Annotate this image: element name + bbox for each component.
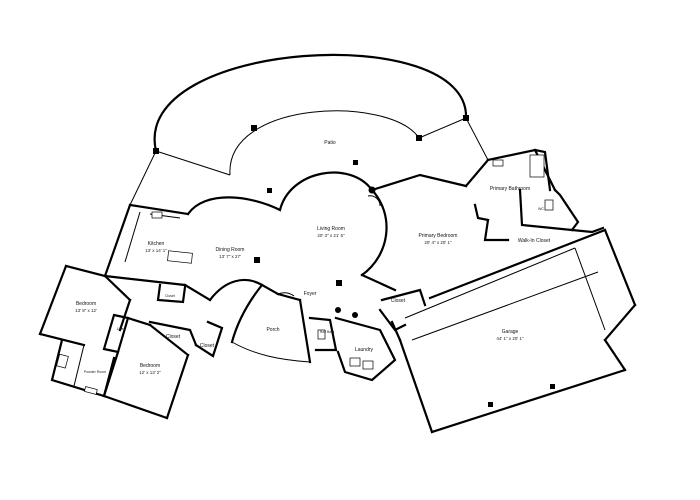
column bbox=[353, 160, 358, 165]
label-linen: Linen bbox=[117, 327, 126, 331]
column bbox=[267, 188, 272, 193]
dims-bedroom-1: 13' 8" x 12' bbox=[75, 308, 97, 313]
kitchen-island bbox=[167, 250, 193, 264]
toilet-icon bbox=[317, 329, 326, 340]
label-wc: WC bbox=[538, 207, 544, 211]
garage-walls bbox=[390, 228, 637, 434]
service-rooms-walls bbox=[308, 308, 407, 382]
label-bedroom-2: Bedroom bbox=[140, 363, 160, 369]
patio-column bbox=[463, 115, 469, 121]
label-foyer: Foyer bbox=[304, 291, 317, 297]
column bbox=[254, 257, 260, 263]
label-patio: Patio bbox=[324, 140, 336, 146]
label-closet-kitchen: Closet bbox=[165, 294, 175, 298]
bedroom-2-walls bbox=[102, 316, 224, 420]
label-closet-foyer: Closet bbox=[391, 298, 406, 304]
column bbox=[336, 280, 342, 286]
primary-suite-walls bbox=[360, 148, 605, 307]
kitchen-sink bbox=[151, 211, 163, 219]
label-half-bath: Half Bath bbox=[320, 330, 334, 334]
column bbox=[352, 312, 358, 318]
label-porch: Porch bbox=[266, 327, 279, 333]
vanity-icon bbox=[83, 386, 98, 395]
label-kitchen: Kitchen bbox=[148, 241, 165, 247]
column bbox=[335, 307, 341, 313]
sink-icon bbox=[492, 159, 504, 167]
label-walk-in-closet: Walk-In Closet bbox=[518, 238, 551, 244]
dims-kitchen: 13' x 14' 1" bbox=[145, 248, 167, 253]
dims-garage: 44' 1" x 20' 1" bbox=[496, 336, 524, 341]
kitchen-area bbox=[103, 203, 193, 304]
dims-living-room: 20' 3" x 21' 5" bbox=[317, 233, 345, 238]
label-living-room: Living Room bbox=[317, 226, 345, 232]
label-laundry: Laundry bbox=[355, 347, 374, 353]
label-garage: Garage bbox=[502, 329, 519, 335]
patio-column bbox=[416, 135, 422, 141]
dining-foyer-walls bbox=[183, 278, 358, 364]
label-powder-room: Powder Room bbox=[84, 370, 106, 374]
washer-icon bbox=[349, 357, 361, 367]
dryer-icon bbox=[362, 360, 374, 370]
label-closet-bedroom: Closet bbox=[166, 334, 181, 340]
room-labels: Patio Living Room 20' 3" x 21' 5" Dining… bbox=[75, 140, 551, 375]
patio-column bbox=[153, 148, 159, 154]
label-dining-room: Dining Room bbox=[216, 247, 245, 253]
dims-primary-bedroom: 20' 4" x 20' 1" bbox=[424, 240, 452, 245]
patio-column bbox=[251, 125, 257, 131]
toilet-icon bbox=[544, 199, 554, 211]
label-primary-bathroom: Primary Bathroom bbox=[490, 186, 530, 192]
dims-dining-room: 13' 7" x 27' bbox=[219, 254, 241, 259]
label-closet-hall: Closet bbox=[200, 343, 215, 349]
label-bedroom-1: Bedroom bbox=[76, 301, 96, 307]
garage-post bbox=[488, 402, 493, 407]
garage-post bbox=[550, 384, 555, 389]
patio-area bbox=[129, 53, 489, 206]
label-primary-bedroom: Primary Bedroom bbox=[419, 233, 458, 239]
bathtub-icon bbox=[529, 154, 545, 178]
toilet-icon bbox=[56, 353, 69, 369]
living-envelope bbox=[186, 160, 388, 286]
dims-bedroom-2: 12' x 13' 2" bbox=[139, 370, 161, 375]
